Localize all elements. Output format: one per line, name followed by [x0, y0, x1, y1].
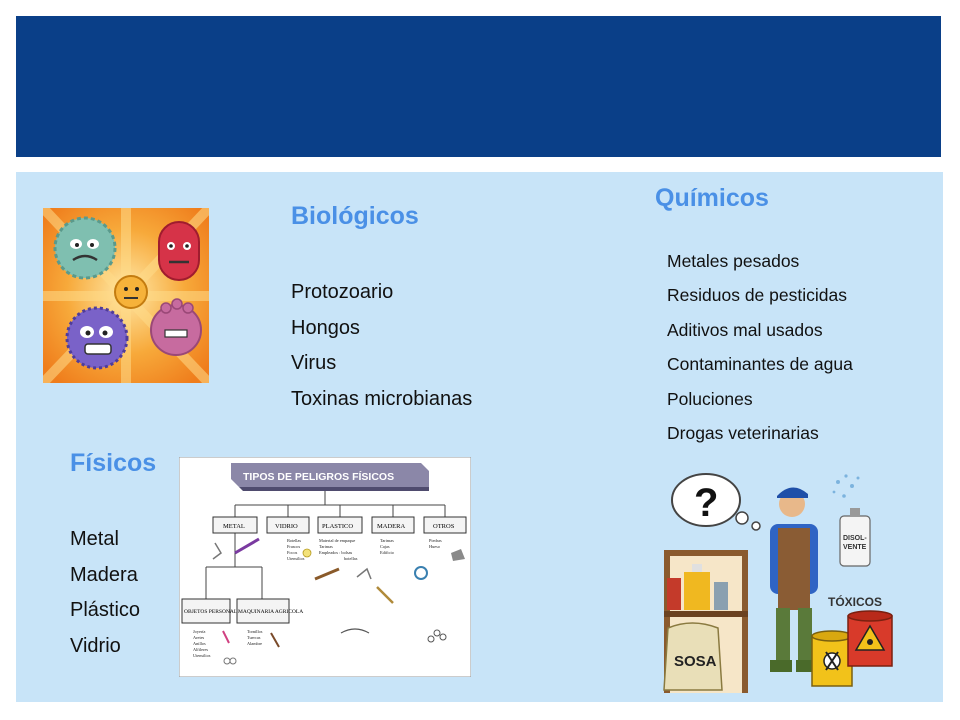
diagram-item: botellas — [344, 556, 358, 561]
list-item: Metales pesados — [667, 251, 800, 271]
diagram-item: Material de empaque — [319, 538, 355, 543]
diagram-item: Cajas — [380, 544, 390, 549]
list-item: Contaminantes de agua — [667, 354, 853, 375]
hazard-objects-icons — [212, 537, 465, 665]
disolvente-label-line2: VENTE — [843, 544, 867, 551]
diagram-item: Tornillos — [247, 629, 263, 634]
list-item: Drogas veterinarias — [667, 423, 819, 444]
diagram-item: Alfileres — [193, 647, 208, 652]
physical-hazards-diagram: TIPOS DE PELIGROS FÍSICOS METAL VIDRIO P… — [179, 457, 471, 677]
diagram-item: Tuercas — [247, 635, 261, 640]
diagram-category: MADERA — [377, 523, 405, 530]
list-item: Madera — [70, 563, 138, 586]
diagram-item: Botellas — [287, 538, 301, 543]
diagram-item: Tarimas — [380, 538, 394, 543]
diagram-item: Utensilios — [193, 653, 211, 658]
diagram-item: Focos — [287, 550, 298, 555]
chemical-hazards-illustration: ? SOSA DISOL- VENTE TÓXICOS — [663, 473, 893, 693]
list-item: Virus — [291, 352, 337, 374]
list-item: Protozoario — [291, 281, 394, 303]
diagram-subcategory: OBJETOS PERSONALES — [184, 609, 244, 615]
diagram-category: VIDRIO — [275, 523, 298, 530]
svg-text:DISOL- VENTE: DISOL- VENTE — [843, 535, 869, 551]
list-item: Vidrio — [70, 634, 121, 657]
quimicos-heading: Químicos — [655, 184, 769, 212]
diagram-subcategory: MAQUINARIA AGRICOLA — [238, 609, 303, 615]
list-item: Toxinas microbianas — [291, 387, 473, 410]
diagram-item: Joyería — [193, 629, 206, 634]
diagram-title: TIPOS DE PELIGROS FÍSICOS — [243, 470, 394, 483]
list-item: Aditivos mal usados — [667, 319, 823, 340]
diagram-item: Utensilios — [287, 556, 305, 561]
list-item: Residuos de pesticidas — [667, 285, 847, 306]
diagram-item: Anillos — [193, 641, 206, 646]
fisicos-heading: Físicos — [70, 449, 157, 477]
sosa-label: SOSA — [674, 653, 717, 670]
list-item: Metal — [70, 528, 119, 550]
germs-illustration — [43, 208, 209, 383]
diagram-item: Frascos — [287, 544, 300, 549]
diagram-item: Edificio — [380, 550, 394, 555]
diagram-item: Aretes — [193, 635, 205, 640]
biologicos-list: Protozoario Hongos Virus Toxinas microbi… — [291, 275, 472, 417]
diagram-category: PLASTICO — [322, 523, 353, 530]
title-bar — [16, 16, 941, 157]
list-item: Hongos — [291, 316, 360, 339]
disolvente-label: DISOL- — [843, 535, 867, 542]
quimicos-list: Metales pesados Residuos de pesticidas A… — [667, 244, 853, 450]
diagram-item: Tarimas — [319, 544, 333, 549]
diagram-category: OTROS — [433, 523, 455, 530]
diagram-category: METAL — [223, 523, 245, 530]
diagram-item: Alambre — [247, 641, 262, 646]
diagram-item: Piedras — [429, 538, 442, 543]
toxicos-label: TÓXICOS — [828, 594, 882, 609]
question-mark-text: ? — [694, 481, 718, 525]
biologicos-heading: Biológicos — [291, 202, 419, 230]
diagram-item: Empleados : bolsas — [319, 550, 353, 555]
diagram-item: Hueso — [429, 544, 440, 549]
list-item: Plástico — [70, 599, 141, 621]
fisicos-list: Metal Madera Plástico Vidrio — [70, 522, 140, 664]
list-item: Poluciones — [667, 388, 753, 409]
